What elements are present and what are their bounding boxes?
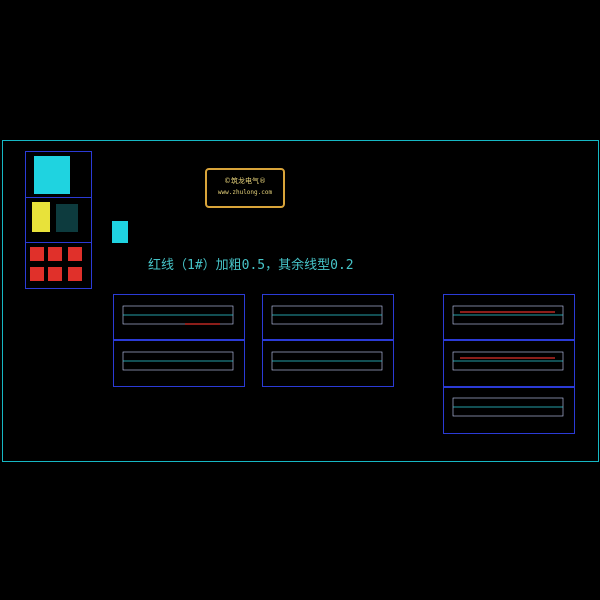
plan-sheet-2b[interactable] [262,340,394,387]
plan-sheet-1a[interactable] [113,294,245,340]
plan-sheet-2a[interactable] [262,294,394,340]
cover-cyan-block [34,156,70,194]
plan-sheet-3c[interactable] [443,387,575,434]
sheet-details[interactable] [25,242,92,289]
drawing-frame [2,140,599,462]
watermark-logo: ©筑龙电气® www.zhulong.com [205,168,285,208]
logo-line2: www.zhulong.com [217,189,273,196]
plan-sheet-3a[interactable] [443,294,575,340]
legend-detail [56,204,78,232]
logo-line1: ©筑龙电气® [224,177,266,185]
detail-red-5 [48,267,62,281]
detail-red-6 [68,267,82,281]
lineweight-note: 红线（1#）加粗0.5，其余线型0.2 [148,258,354,273]
small-cyan-symbol [112,221,128,243]
plan-sheet-3b[interactable] [443,340,575,387]
detail-red-3 [68,247,82,261]
plan-sheet-1b[interactable] [113,340,245,387]
legend-yellow-block [32,202,50,232]
detail-red-4 [30,267,44,281]
detail-red-1 [30,247,44,261]
detail-red-2 [48,247,62,261]
